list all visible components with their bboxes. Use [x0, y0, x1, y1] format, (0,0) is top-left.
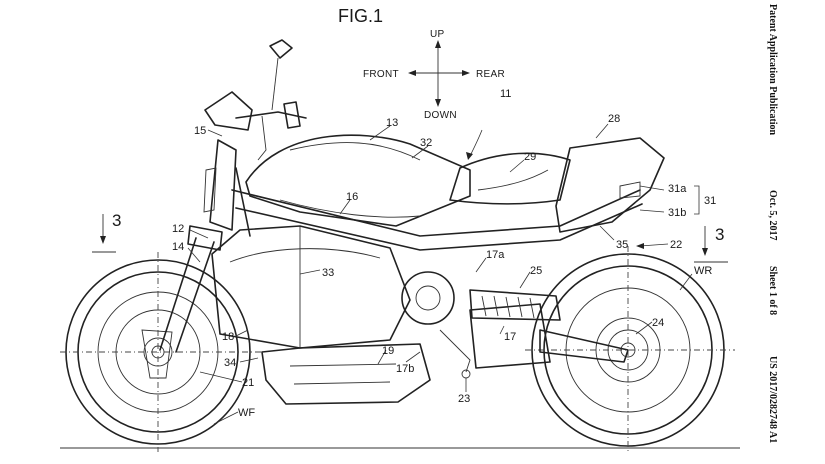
side-publication: Patent Application Publication — [767, 4, 778, 136]
label-11: 11 — [500, 88, 511, 100]
handlebar — [235, 111, 307, 119]
headlight — [203, 167, 217, 213]
label-31a: 31a — [668, 183, 687, 195]
label-19: 19 — [382, 345, 394, 357]
section-arrow-icon — [100, 236, 106, 244]
label-31: 31 — [704, 195, 716, 207]
leader-lines — [187, 123, 700, 425]
mirror-stem — [271, 57, 279, 111]
front-cover — [209, 139, 237, 231]
side-number: US 2017/0282748 A1 — [767, 356, 778, 443]
direction-rear: REAR — [476, 69, 505, 80]
direction-down: DOWN — [424, 110, 457, 121]
headlight-cowl — [204, 91, 253, 131]
drive-unit — [401, 271, 629, 379]
mirror — [269, 39, 293, 59]
side-date: Oct. 5, 2017 — [767, 190, 778, 241]
motor — [401, 271, 455, 325]
label-32: 32 — [420, 137, 432, 149]
down-arrowhead-icon — [435, 99, 441, 107]
section-marker-right: 3 — [694, 225, 728, 263]
side-header: Patent Application Publication Oct. 5, 2… — [767, 4, 778, 443]
front-brake-caliper — [141, 329, 173, 379]
seat — [449, 152, 571, 205]
rear-arrowhead-icon — [462, 70, 470, 76]
rear-wheel — [525, 246, 735, 452]
reference-labels: 15 12 14 13 32 11 16 33 29 28 31a 31b 31… — [172, 88, 716, 419]
label-15: 15 — [194, 125, 206, 137]
label-33: 33 — [322, 267, 334, 279]
label-21: 21 — [242, 377, 254, 389]
rear-shock — [469, 289, 561, 321]
main-frame — [231, 167, 643, 251]
front-arrowhead-icon — [408, 70, 416, 76]
lower-tank — [261, 343, 431, 405]
svg-text:3: 3 — [112, 211, 121, 230]
label-29: 29 — [524, 151, 536, 163]
label-17b: 17b — [396, 363, 414, 375]
label-35: 35 — [616, 239, 628, 251]
front-wheel — [60, 252, 262, 452]
direction-front: FRONT — [363, 69, 399, 80]
label-18: 18 — [222, 331, 234, 343]
label-24: 24 — [652, 317, 664, 329]
rear-cowl — [555, 137, 665, 233]
controller-box — [469, 303, 551, 369]
swingarm — [539, 329, 629, 363]
label-25: 25 — [530, 265, 542, 277]
label-12: 12 — [172, 223, 184, 235]
label-16: 16 — [346, 191, 358, 203]
label-17a: 17a — [486, 249, 505, 261]
svg-text:3: 3 — [715, 225, 724, 244]
section-arrow-icon — [702, 248, 708, 256]
direction-indicator: UP DOWN FRONT REAR — [363, 29, 505, 121]
label-22: 22 — [670, 239, 682, 251]
label-34: 34 — [224, 357, 236, 369]
up-arrowhead-icon — [435, 40, 441, 48]
label-31b: 31b — [668, 207, 686, 219]
label-28: 28 — [608, 113, 620, 125]
label-wr: WR — [694, 265, 712, 277]
label-wf: WF — [238, 407, 255, 419]
label-13: 13 — [386, 117, 398, 129]
fuel-tank — [245, 134, 471, 227]
figure-title: FIG.1 — [338, 6, 383, 26]
section-marker-left: 3 — [92, 211, 121, 253]
fuel-cell-unit — [211, 225, 411, 349]
front-fork — [159, 39, 307, 353]
direction-up: UP — [430, 29, 445, 40]
label-17: 17 — [504, 331, 516, 343]
label-23: 23 — [458, 393, 470, 405]
handle-grip — [283, 101, 301, 129]
tail-light — [619, 181, 641, 199]
side-sheet: Sheet 1 of 8 — [767, 266, 778, 315]
label-14: 14 — [172, 241, 184, 253]
